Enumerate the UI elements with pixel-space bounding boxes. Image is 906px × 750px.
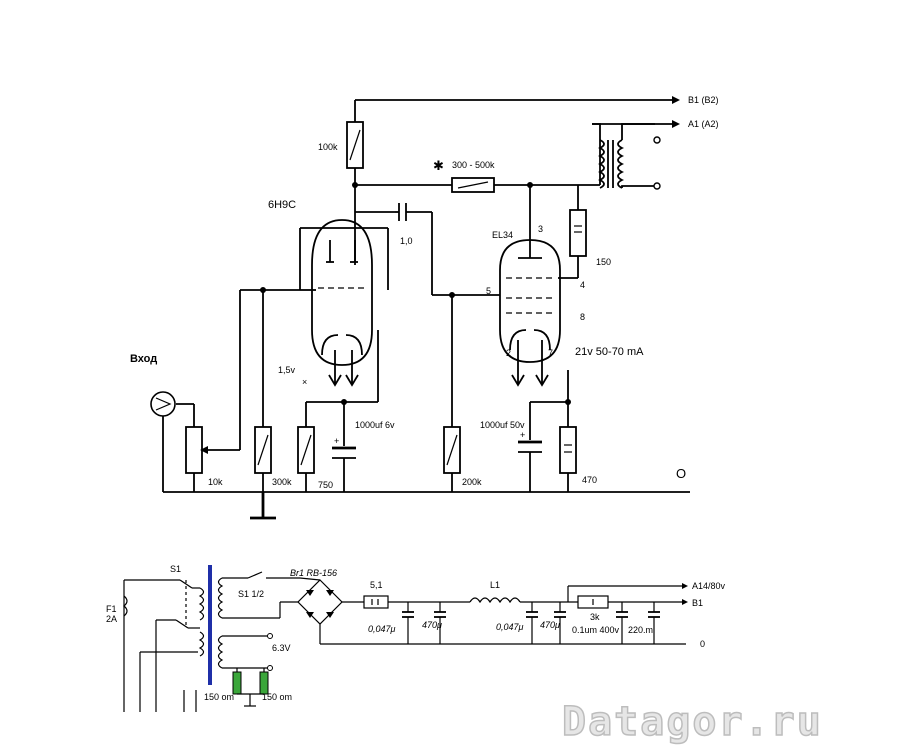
fuse-label-2: 2A bbox=[106, 614, 117, 624]
resistor-150 bbox=[569, 209, 587, 257]
resistor-feedback bbox=[451, 177, 495, 193]
input-label: Вход bbox=[130, 353, 157, 365]
choke-l1-icon bbox=[469, 597, 521, 604]
r3k-label: 3k bbox=[590, 612, 600, 622]
c470a-label: 470μ bbox=[422, 620, 442, 630]
r150a-label: 150 om bbox=[204, 692, 234, 702]
bias-voltage-label: 1,5v bbox=[278, 365, 296, 375]
r-screen-label: 150 bbox=[596, 257, 611, 267]
tube2-label: EL34 bbox=[492, 230, 513, 240]
c220-label: 220.m bbox=[628, 625, 653, 635]
c-coupling-label: 1,0 bbox=[400, 236, 413, 246]
input-source-icon bbox=[150, 391, 176, 417]
r51-label: 5,1 bbox=[370, 580, 383, 590]
pin5-label: 5 bbox=[486, 286, 491, 296]
r-grid-label: 300k bbox=[272, 477, 292, 487]
pin7-label: 7 bbox=[548, 348, 553, 358]
r-cathode2-label: 470 bbox=[582, 475, 597, 485]
output-transformer bbox=[592, 123, 661, 190]
resistor-750 bbox=[297, 426, 315, 474]
power-transformer bbox=[198, 565, 224, 685]
pin3-label: 3 bbox=[538, 224, 543, 234]
svg-text:+: + bbox=[520, 430, 525, 440]
pin4-label: 4 bbox=[580, 280, 585, 290]
switch-s1-icon bbox=[175, 579, 193, 629]
out-0-label: 0 bbox=[700, 639, 705, 649]
l1-label: L1 bbox=[490, 580, 500, 590]
c0047b-label: 0,047μ bbox=[496, 622, 524, 632]
fuse-label-1: F1 bbox=[106, 604, 117, 614]
c0047a-label: 0,047μ bbox=[368, 624, 396, 634]
s1-half-label: S1 1/2 bbox=[238, 589, 264, 599]
c01-label: 0.1um 400v bbox=[572, 625, 620, 635]
bridge-label: Br1 RB-156 bbox=[290, 568, 337, 578]
r-cathode1-label: 750 bbox=[318, 480, 333, 490]
b1-label: B1 (B2) bbox=[688, 95, 719, 105]
a1-label: A1 (A2) bbox=[688, 119, 719, 129]
feedback-asterisk: ✱ bbox=[433, 158, 444, 173]
pot-label: 10k bbox=[208, 477, 223, 487]
r-grid2-label: 200k bbox=[462, 477, 482, 487]
svg-text:+: + bbox=[334, 436, 339, 446]
watermark-logo: Datagor.ru bbox=[562, 699, 823, 745]
out-a-label: A14/80v bbox=[692, 581, 726, 591]
resistor-300k bbox=[254, 426, 272, 474]
bridge-rectifier-icon bbox=[297, 579, 343, 625]
tube1-label: 6Н9С bbox=[268, 199, 296, 211]
r150b-label: 150 om bbox=[262, 692, 292, 702]
pin2-label: 2 bbox=[506, 348, 511, 358]
amplifier-schematic: B1 (B2) 100k ✱ 300 - 500k bbox=[130, 95, 719, 520]
tube-el34 bbox=[499, 239, 561, 363]
c-cathode2-label: 1000uf 50v bbox=[480, 420, 525, 430]
out-b-label: B1 bbox=[692, 598, 703, 608]
r-feedback-label: 300 - 500k bbox=[452, 160, 495, 170]
fuse-icon bbox=[123, 595, 128, 617]
resistor-470 bbox=[559, 426, 577, 474]
svg-text:×: × bbox=[302, 377, 307, 387]
c470b-label: 470μ bbox=[540, 620, 560, 630]
r-plate-label: 100k bbox=[318, 142, 338, 152]
s1-label: S1 bbox=[170, 564, 181, 574]
potentiometer-10k bbox=[185, 426, 203, 474]
power-supply-schematic: F1 2A S1 S1 1/2 bbox=[106, 564, 726, 712]
ground-o-label: O bbox=[676, 466, 686, 481]
resistor-100k bbox=[346, 121, 364, 169]
capacitor-coupling bbox=[398, 203, 407, 221]
pin8-label: 8 bbox=[580, 312, 585, 322]
heater-v-label: 6.3V bbox=[272, 643, 291, 653]
heater-resistor-1 bbox=[232, 671, 242, 695]
heater-note: 21v 50-70 mA bbox=[575, 346, 644, 358]
tube-6n9s bbox=[311, 219, 373, 366]
heater-resistor-2 bbox=[259, 671, 269, 695]
c-cathode1-label: 1000uf 6v bbox=[355, 420, 395, 430]
resistor-200k bbox=[443, 426, 461, 474]
